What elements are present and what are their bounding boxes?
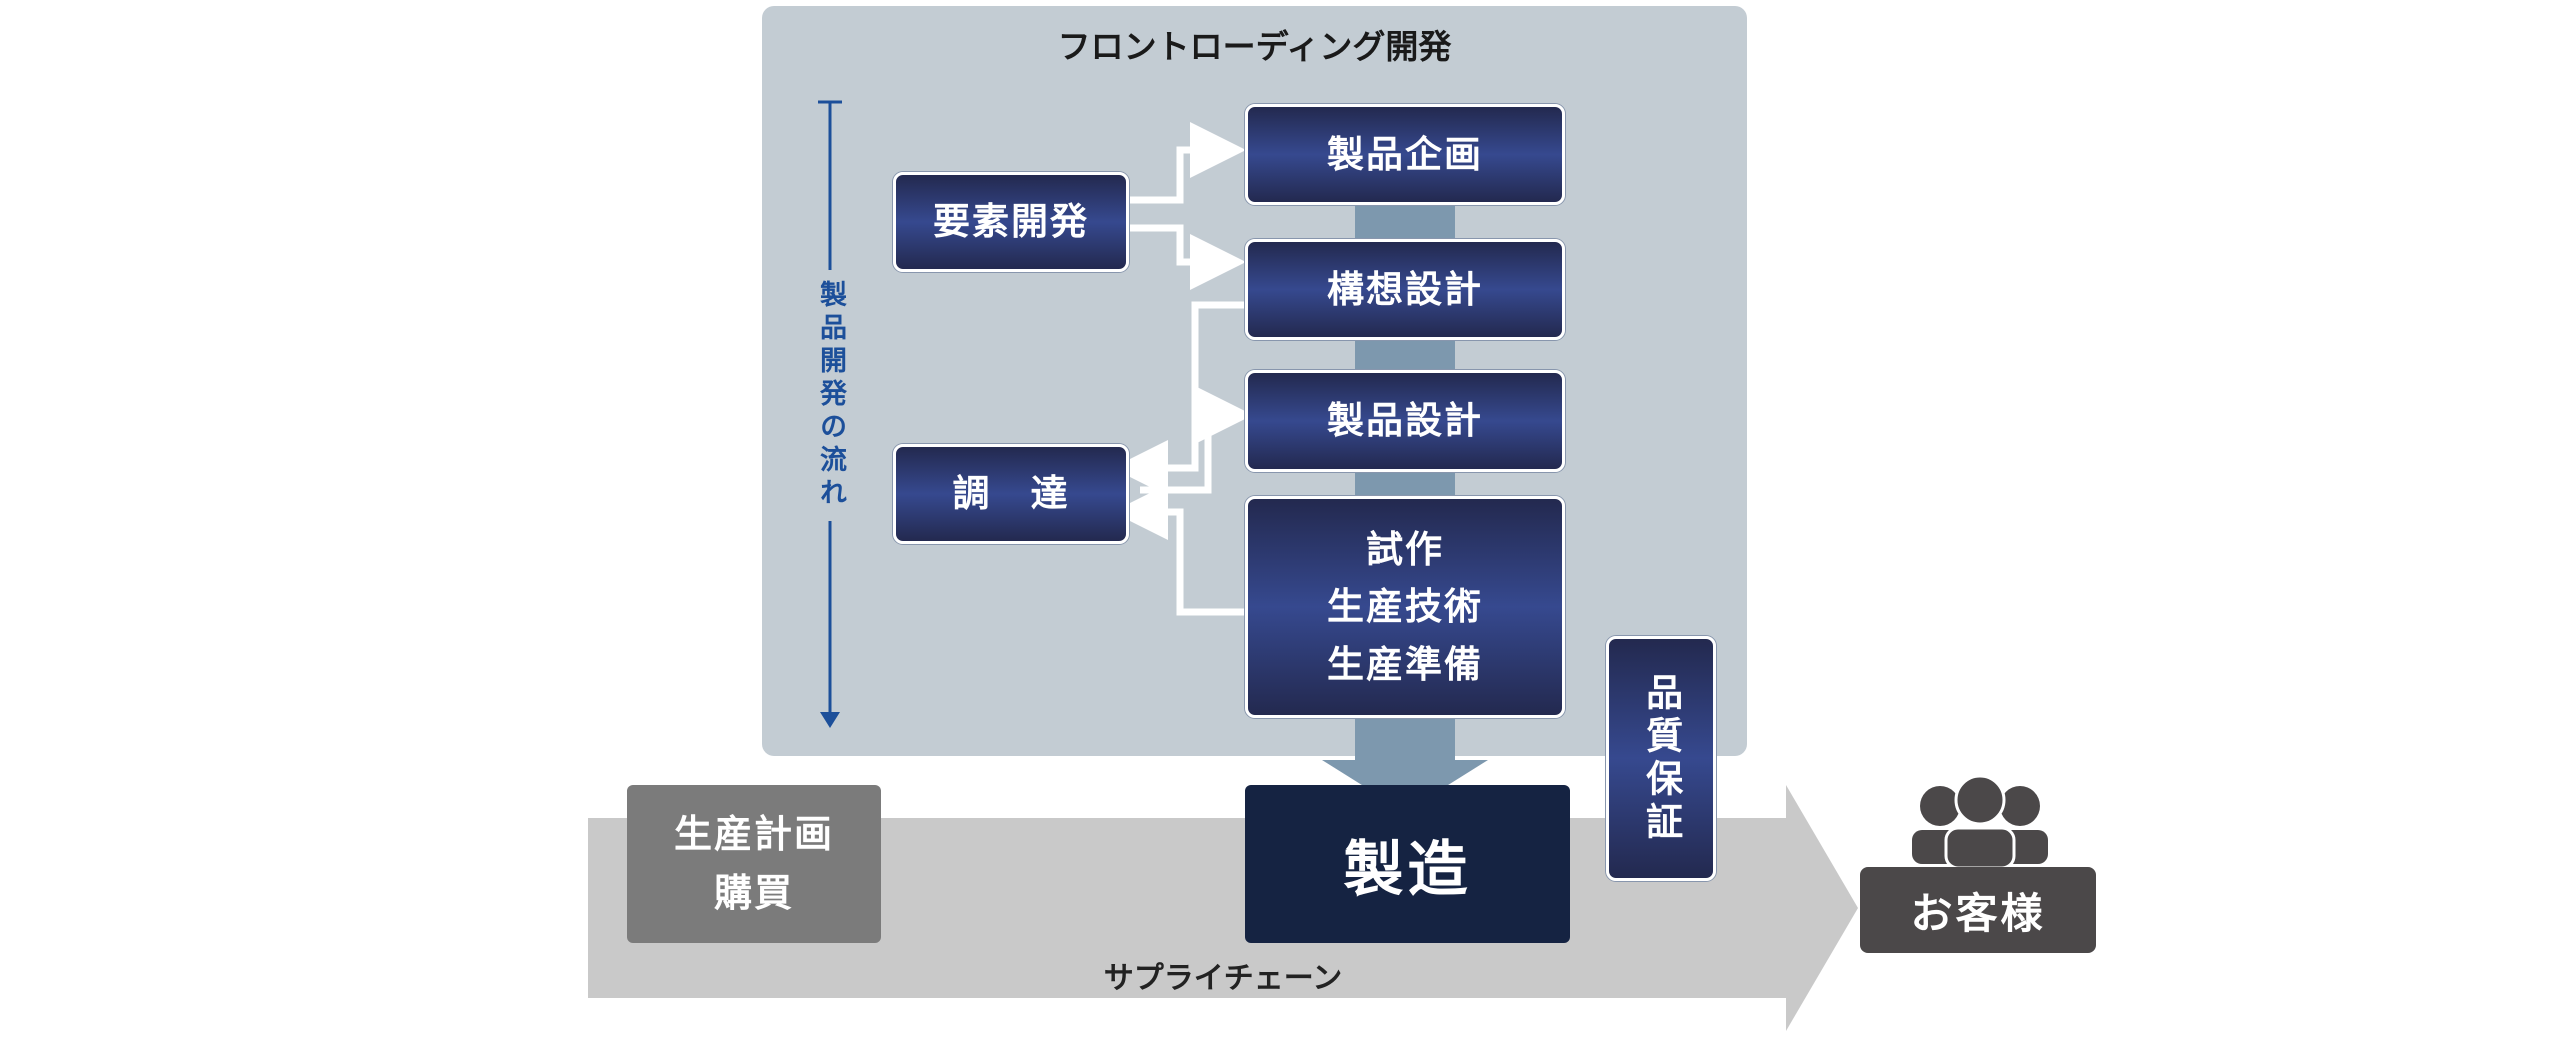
arrow-element-to-planning (1130, 122, 1246, 204)
arrow-element-to-concept (1130, 224, 1246, 290)
connector-concept-design (1355, 340, 1455, 370)
concept-design-box: 構想設計 (1245, 239, 1565, 340)
procurement-box: 調 達 (893, 444, 1129, 544)
element-development-box: 要素開発 (893, 172, 1129, 272)
supply-chain-arrowhead (1786, 785, 1858, 1031)
connector-planning-concept (1355, 205, 1455, 239)
arrow-prototype-to-procurement (1112, 484, 1245, 616)
arrow-concept-to-procurement (1112, 301, 1245, 496)
arrow-procurement-to-design (1140, 387, 1253, 494)
people-group-icon (1912, 774, 2048, 870)
product-design-box: 製品設計 (1245, 370, 1565, 472)
connector-design-prototype (1355, 472, 1455, 496)
product-development-flow-label: 製品開発の流れ (810, 270, 850, 521)
manufacturing-box: 製造 (1245, 785, 1570, 943)
prototype-production-prep-box: 試作 生産技術 生産準備 (1245, 496, 1565, 718)
product-planning-box: 製品企画 (1245, 104, 1565, 205)
quality-assurance-box: 品質保証 (1606, 636, 1716, 881)
supply-chain-label: サプライチェーン (1103, 961, 1343, 996)
front-loading-title: フロントローディング開発 (1057, 27, 1452, 66)
customer-box: お客様 (1860, 867, 2096, 953)
production-planning-box: 生産計画 購買 (627, 785, 881, 943)
